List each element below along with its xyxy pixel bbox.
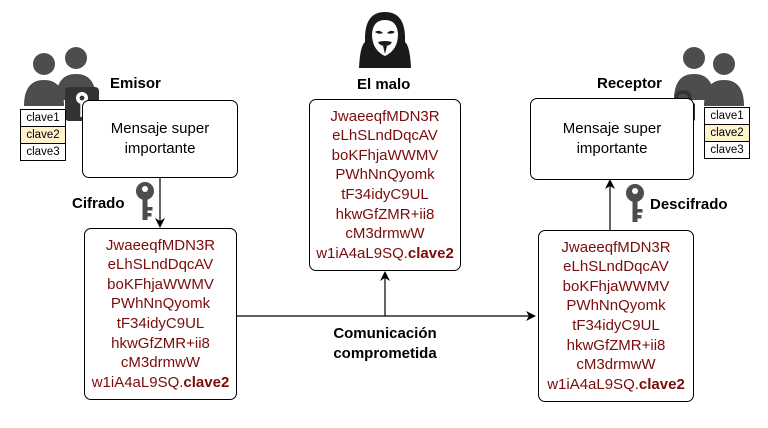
decrypt-label: Descifrado	[650, 196, 728, 213]
cipher-line: cM3drmwW	[120, 354, 201, 372]
cipher-line: tF34idyC9UL	[341, 186, 429, 203]
cipher-key-name: clave2	[638, 375, 685, 393]
cipher-line: JwaeeqfMDN3R	[561, 238, 671, 256]
hacker-icon	[359, 12, 411, 68]
receiver-label: Receptor	[597, 75, 663, 92]
receiver-message-box: Mensaje super importante	[530, 98, 694, 180]
sender-label: Emisor	[110, 75, 161, 92]
cipher-line: hkwGfZMR+ii8	[111, 334, 210, 352]
decrypt-key-icon	[626, 184, 644, 222]
cipher-line: eLhSLndDqcAV	[107, 256, 214, 274]
cipher-line: tF34idyC9UL	[116, 315, 205, 332]
cipher-line: boKFhjaWWMV	[331, 146, 439, 164]
cipher-line: eLhSLndDqcAV	[563, 258, 669, 276]
receiver-key-3: clave3	[704, 141, 750, 159]
cipher-line-last: w1iA4aL9SQ.clave2	[316, 244, 454, 262]
cipher-line: eLhSLndDqcAV	[332, 127, 438, 145]
sender-message-box: Mensaje super importante	[82, 100, 238, 178]
cipher-line: cM3drmwW	[576, 356, 656, 374]
receiver-key-2: clave2	[704, 124, 750, 142]
cipher-line: boKFhjaWWMV	[107, 275, 214, 293]
cipher-key-name: clave2	[407, 244, 454, 262]
cipher-key-name: clave2	[183, 373, 230, 391]
sender-key-list: clave1 clave2 clave3	[20, 109, 66, 161]
cipher-line: cM3drmwW	[345, 225, 425, 243]
receiver-key-list: clave1 clave2 clave3	[704, 107, 750, 159]
cipher-line-last: w1iA4aL9SQ.clave2	[91, 373, 230, 391]
sender-key-3: clave3	[20, 143, 66, 161]
cipher-line: PWhNnQyomk	[335, 166, 435, 184]
channel-label: Comunicación comprometida	[333, 325, 437, 362]
encrypt-key-icon	[136, 182, 154, 220]
cipher-line: tF34idyC9UL	[572, 317, 660, 334]
cipher-line: boKFhjaWWMV	[562, 277, 670, 295]
cipher-line: JwaeeqfMDN3R	[105, 236, 216, 254]
sender-ciphertext-box: JwaeeqfMDN3R eLhSLndDqcAV boKFhjaWWMV PW…	[84, 228, 237, 400]
cipher-line: PWhNnQyomk	[566, 297, 666, 315]
sender-ciphertext: JwaeeqfMDN3R eLhSLndDqcAV boKFhjaWWMV PW…	[92, 236, 230, 393]
attacker-label: El malo	[357, 76, 411, 93]
receiver-ciphertext-box: JwaeeqfMDN3R eLhSLndDqcAV boKFhjaWWMV PW…	[538, 230, 694, 402]
receiver-key-1: clave1	[704, 107, 750, 125]
cipher-line: hkwGfZMR+ii8	[566, 336, 666, 354]
attacker-ciphertext-box: JwaeeqfMDN3R eLhSLndDqcAV boKFhjaWWMV PW…	[309, 99, 461, 271]
encrypt-label: Cifrado	[72, 195, 125, 212]
attacker-ciphertext: JwaeeqfMDN3R eLhSLndDqcAV boKFhjaWWMV PW…	[316, 107, 454, 264]
receiver-ciphertext: JwaeeqfMDN3R eLhSLndDqcAV boKFhjaWWMV PW…	[547, 238, 685, 395]
sender-users-icon	[24, 47, 96, 106]
receiver-message-text: Mensaje super importante	[562, 120, 662, 157]
cipher-line: hkwGfZMR+ii8	[335, 205, 435, 223]
sender-message-text: Mensaje super importante	[110, 120, 210, 157]
cipher-line-last: w1iA4aL9SQ.clave2	[547, 375, 685, 393]
cipher-line: PWhNnQyomk	[110, 295, 211, 313]
sender-key-2: clave2	[20, 126, 66, 144]
cipher-line: JwaeeqfMDN3R	[330, 107, 440, 125]
sender-key-1: clave1	[20, 109, 66, 127]
